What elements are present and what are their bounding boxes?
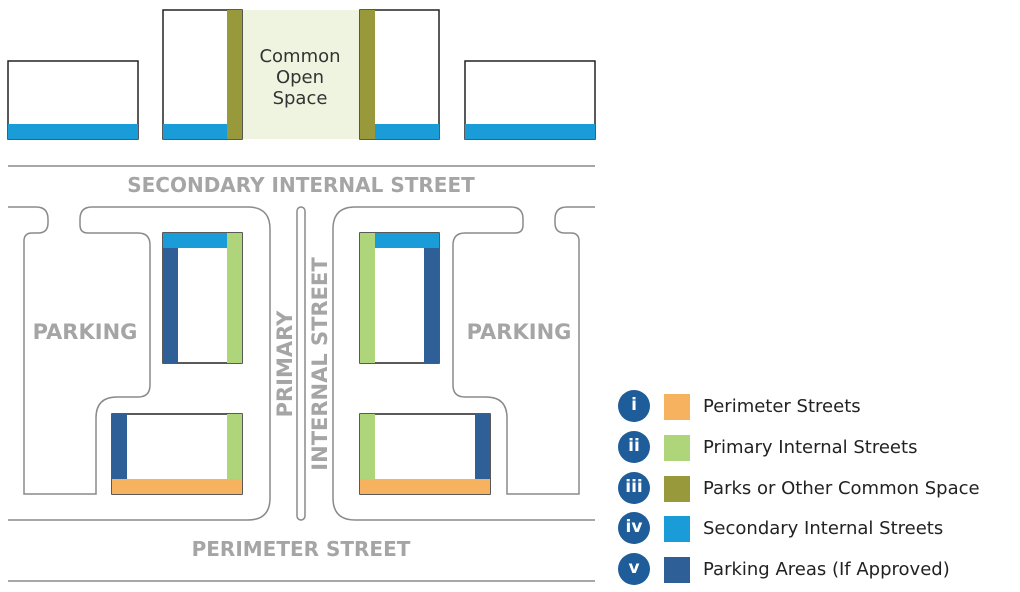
legend-label: Parks or Other Common Space xyxy=(703,477,980,499)
primary-street-median xyxy=(296,206,306,521)
legend-item-parks: iii Parks or Other Common Space xyxy=(618,470,1018,511)
legend-label: Parking Areas (If Approved) xyxy=(703,559,950,581)
parking-area-frontage xyxy=(163,248,178,363)
building-left-lower xyxy=(111,413,243,495)
legend-item-secondary: iv Secondary Internal Streets xyxy=(618,510,1018,551)
building-top-3 xyxy=(359,9,440,140)
parking-label-left: PARKING xyxy=(33,320,138,344)
perimeter-street-frontage xyxy=(112,479,242,494)
primary-street-label-line1: PRIMARY xyxy=(273,310,297,418)
building-left-upper xyxy=(162,232,243,364)
block-outline-right xyxy=(332,206,595,521)
secondary-street-label: SECONDARY INTERNAL STREET xyxy=(127,173,475,197)
building-right-lower xyxy=(359,413,491,495)
common-open-space-area xyxy=(240,10,361,139)
legend-swatch-secondary xyxy=(664,516,690,543)
perimeter-street-label: PERIMETER STREET xyxy=(192,537,411,561)
parks-frontage xyxy=(360,10,375,139)
secondary-street-frontage xyxy=(465,124,595,139)
secondary-street-frontage xyxy=(8,124,138,139)
primary-street-label-line2: INTERNAL STREET xyxy=(308,257,332,471)
legend-swatch-parks xyxy=(664,475,690,502)
legend-swatch-perimeter xyxy=(664,394,690,420)
building-top-1 xyxy=(7,60,139,140)
primary-street-frontage xyxy=(227,233,242,363)
secondary-street-frontage xyxy=(163,124,227,139)
perimeter-street-frontage xyxy=(360,479,490,494)
common-open-space-label-line2: Open xyxy=(276,67,324,88)
legend-number-badge: i xyxy=(618,390,650,422)
parking-area-frontage xyxy=(424,248,439,363)
legend-item-parking-area: v Parking Areas (If Approved) xyxy=(618,551,1018,592)
legend-swatch-primary xyxy=(664,434,690,461)
block-outlines xyxy=(8,206,595,521)
parks-frontage xyxy=(227,10,242,139)
building-top-4 xyxy=(464,60,596,140)
secondary-street-frontage xyxy=(375,124,439,139)
parking-label-right: PARKING xyxy=(467,320,572,344)
common-open-space-label-line3: Space xyxy=(273,88,328,109)
legend-label: Primary Internal Streets xyxy=(703,436,918,458)
legend-number-badge: ii xyxy=(618,430,650,463)
legend-number-badge: v xyxy=(618,553,650,586)
legend-number-badge: iii xyxy=(618,471,650,504)
parking-area-frontage xyxy=(475,414,490,479)
block-outline-left xyxy=(8,206,271,521)
primary-street-frontage xyxy=(360,414,375,479)
primary-street-frontage xyxy=(360,233,375,363)
legend-number-badge: iv xyxy=(618,512,650,545)
building-right-upper xyxy=(359,232,440,364)
legend-swatch-parking-area xyxy=(664,557,690,584)
common-open-space-label-line1: Common xyxy=(259,46,340,67)
legend-item-perimeter: i Perimeter Streets xyxy=(618,388,1018,429)
secondary-street-frontage xyxy=(360,233,439,248)
primary-street-frontage xyxy=(227,414,242,479)
legend-label: Perimeter Streets xyxy=(703,396,861,417)
parking-area-frontage xyxy=(112,414,127,479)
legend-label: Secondary Internal Streets xyxy=(703,518,944,540)
legend-item-primary: ii Primary Internal Streets xyxy=(618,429,1018,470)
secondary-street-frontage xyxy=(163,233,242,248)
building-top-2 xyxy=(162,9,243,140)
legend: i Perimeter Streets ii Primary Internal … xyxy=(618,388,1018,592)
